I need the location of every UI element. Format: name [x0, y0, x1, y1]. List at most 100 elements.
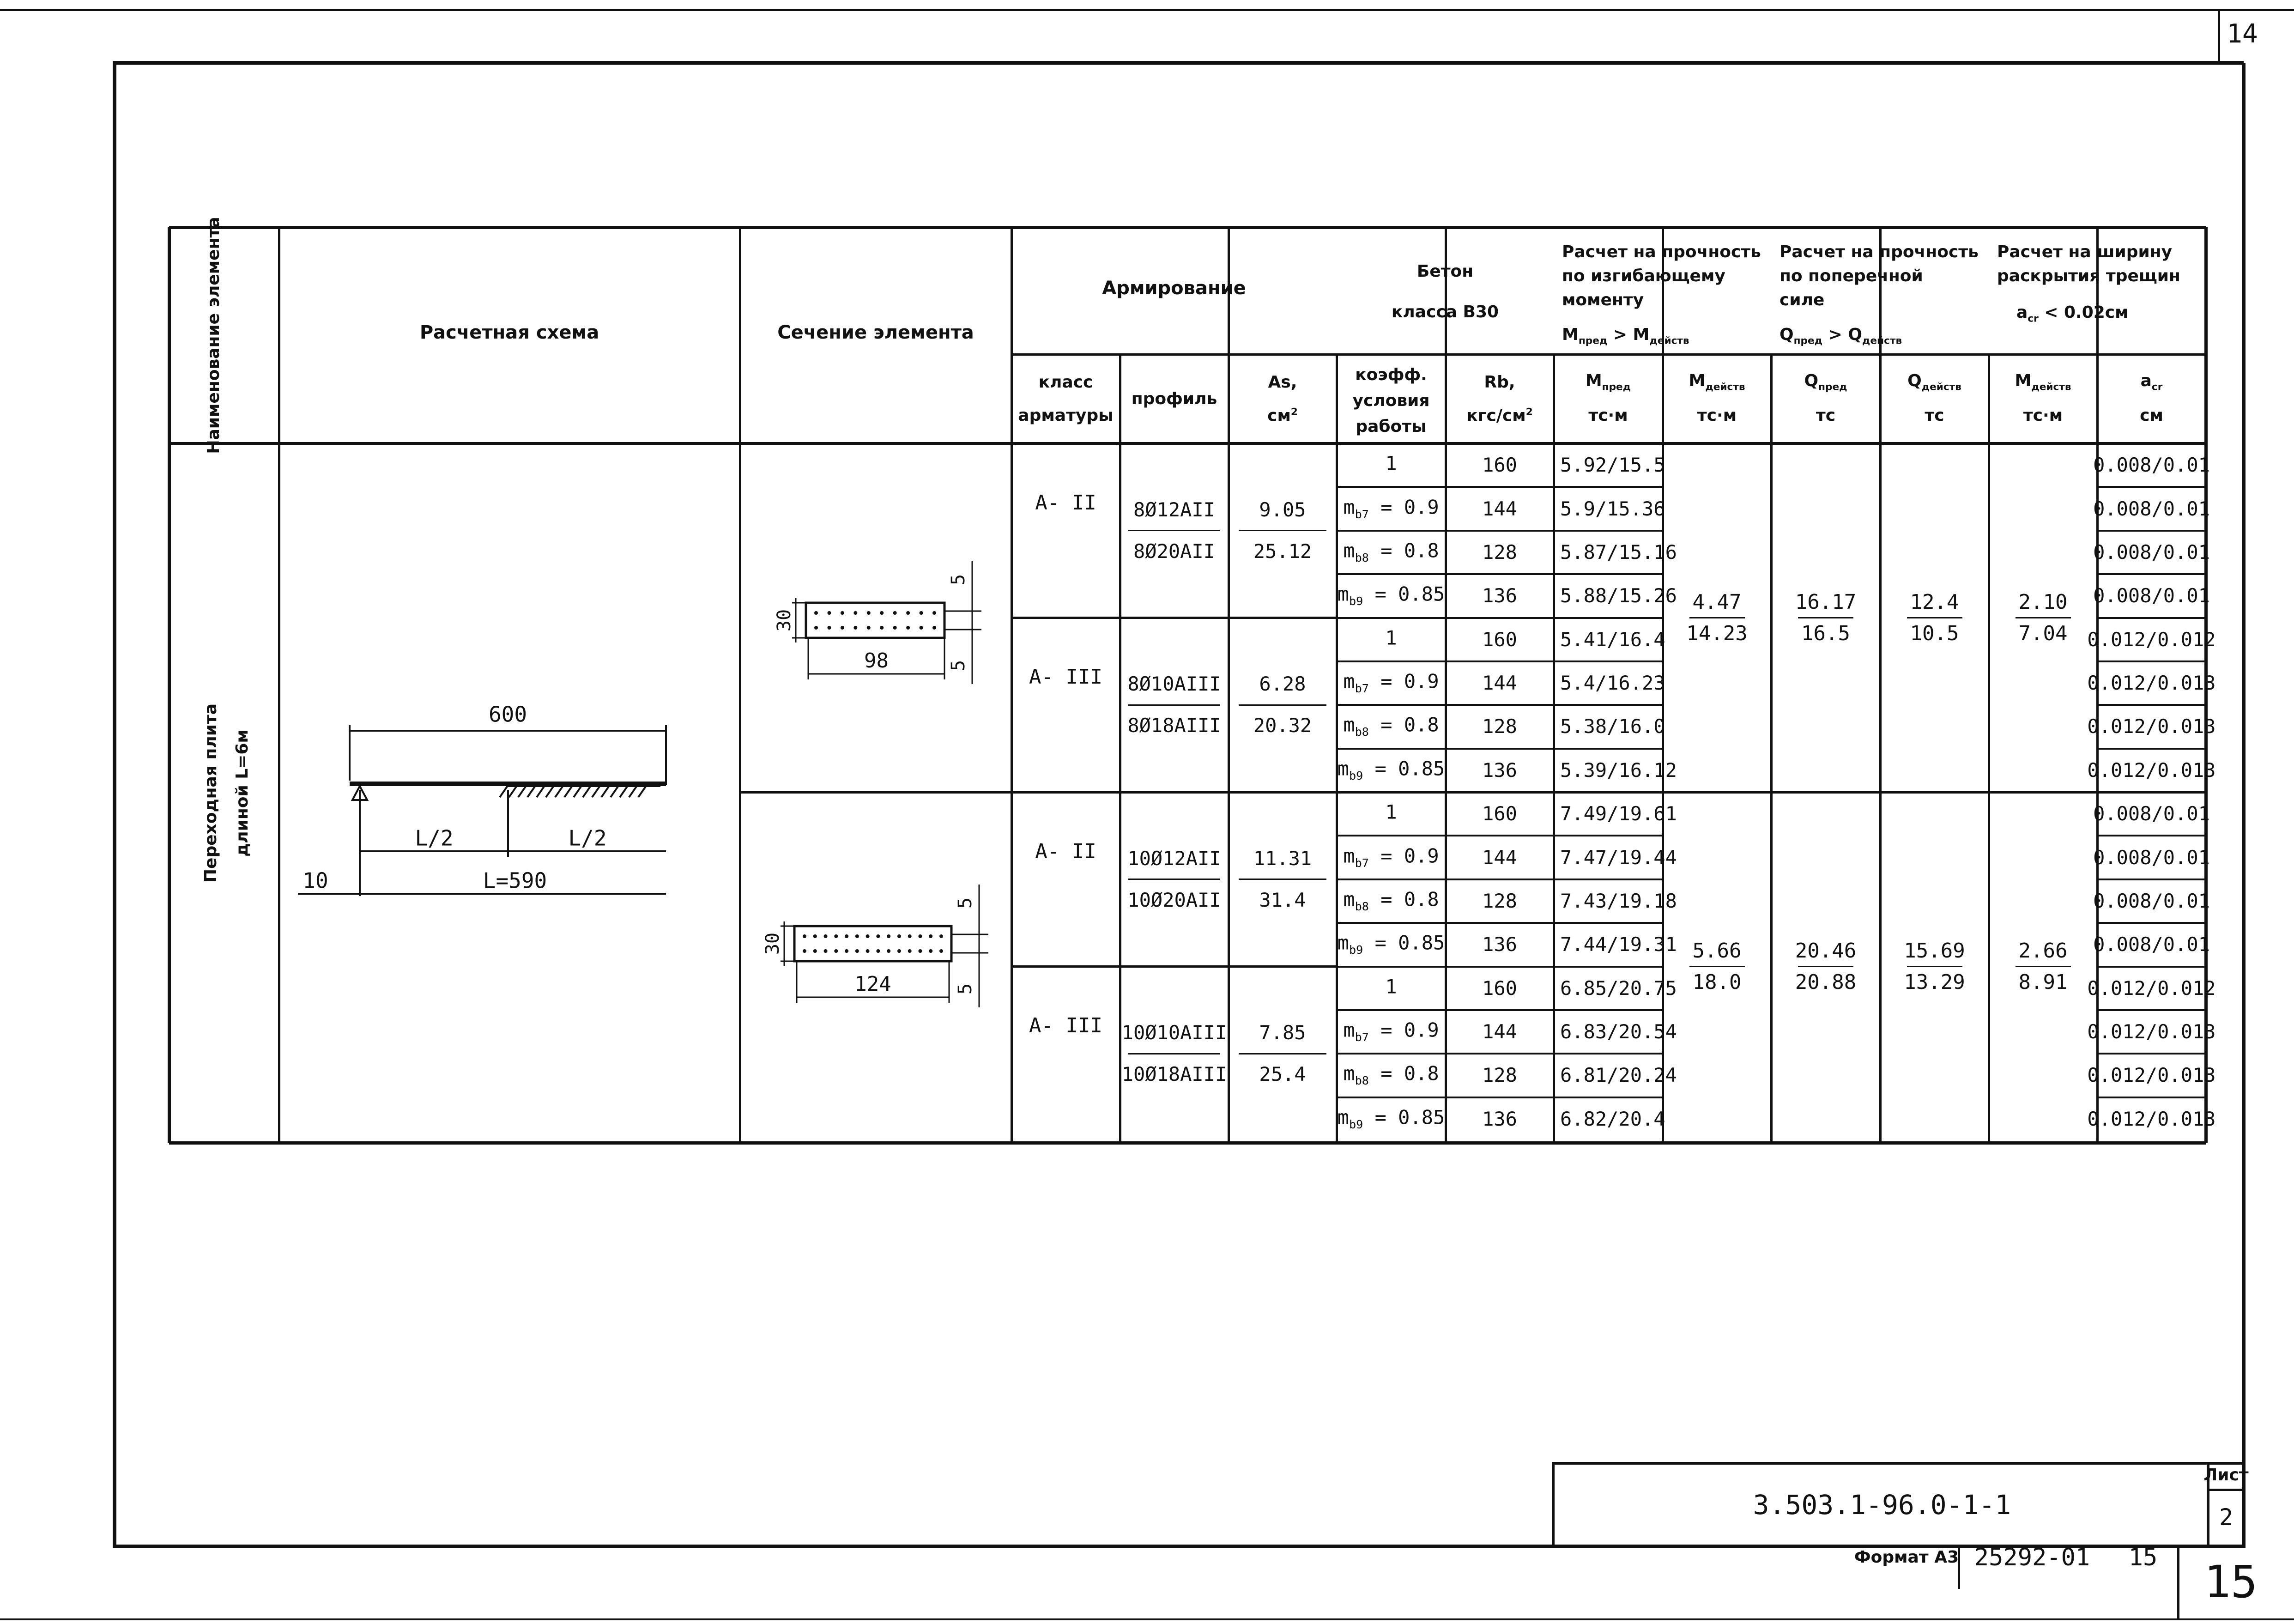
rebar-dot [814, 626, 818, 630]
subheader-rb: Rb, [1484, 373, 1515, 392]
rb-value: 160 [1482, 628, 1517, 651]
subheader-qpred: Qпред [1804, 371, 1847, 393]
sheet-label-line [2208, 1488, 2244, 1491]
work-coefficient: mb7 = 0.9 [1343, 844, 1439, 870]
grid-line [1337, 573, 1663, 576]
rebar-dot [834, 949, 838, 953]
rebar-dot [813, 934, 817, 938]
grid-line [1337, 747, 1663, 750]
archive-number: 25292-01 [1974, 1544, 2090, 1571]
work-coefficient: 1 [1385, 626, 1397, 649]
grid-line [1987, 354, 1990, 1143]
moment-condition: Mпред > Mдейств [1562, 325, 1689, 347]
subheader-acr: acr [2140, 371, 2163, 393]
m-pred-value: 5.41/16.4 [1560, 628, 1665, 651]
subheader-coef: условия [1352, 391, 1430, 410]
m-pred-value: 6.83/20.54 [1560, 1020, 1677, 1043]
grid-line [2097, 1096, 2206, 1098]
rebar-profile-bottom: 10Ø20АII [1127, 888, 1221, 911]
subgroup-separator [1011, 965, 1337, 968]
q-pred-top: 16.17 [1795, 590, 1857, 614]
rb-value: 128 [1482, 715, 1517, 738]
rebar-dot [897, 949, 901, 953]
grid-line [2097, 1009, 2206, 1011]
subheader-mpred-unit: тс·м [1588, 406, 1628, 425]
rebar-dot [906, 626, 910, 630]
frame-bottom [115, 1545, 2245, 1548]
dimension-half-right: L/2 [568, 826, 606, 851]
section-height: 30 [762, 933, 783, 955]
m-pred-value: 5.4/16.23 [1560, 672, 1665, 695]
rebar-dot [932, 626, 936, 630]
rb-value: 144 [1482, 846, 1517, 869]
fraction-bar [1907, 966, 1962, 967]
rebar-area-bottom: 25.4 [1259, 1063, 1306, 1086]
rebar-dot [908, 934, 912, 938]
a-cr-value: 0.012/0.013 [2087, 672, 2216, 695]
rebar-profile-bottom: 10Ø18АIII [1121, 1063, 1227, 1086]
rebar-profile-top: 8Ø12АII [1133, 498, 1216, 521]
rebar-class: А- II [1035, 839, 1096, 863]
subheader-mpred: Mпред [1585, 371, 1631, 393]
a-cr-value: 0.012/0.012 [2087, 976, 2216, 1000]
soil-hatch [610, 784, 620, 798]
rebar-profile-top: 8Ø10АIII [1127, 673, 1221, 696]
grid-line [1444, 227, 1447, 1143]
grid-line [1337, 835, 1663, 837]
bottom-page-box [2177, 1546, 2179, 1619]
subheader-coef: коэфф. [1355, 365, 1427, 384]
rb-value: 144 [1482, 672, 1517, 695]
rebar-dot [855, 949, 859, 953]
rebar-area-bottom: 20.32 [1253, 714, 1312, 737]
fraction-bar [1689, 966, 1745, 967]
grid-line [1337, 922, 1663, 924]
subheader-class: класс [1038, 373, 1093, 392]
rebar-dot [840, 611, 844, 615]
subheader-as: As, [1268, 373, 1297, 392]
page-number-box [2217, 10, 2220, 63]
rebar-dot [803, 934, 806, 938]
rebar-dot [827, 626, 831, 630]
rebar-dot [893, 626, 897, 630]
dimension-half-left: L/2 [415, 826, 453, 851]
dimension-offset: 10 [303, 868, 328, 893]
m-deistv-top: 5.66 [1692, 939, 1742, 963]
m-deistv-bottom: 18.0 [1692, 970, 1742, 994]
subheader-as: см2 [1267, 406, 1298, 425]
rebar-dot [866, 626, 871, 630]
soil-hatch [517, 784, 527, 798]
soil-hatch [563, 784, 574, 798]
rebar-dot [939, 949, 943, 953]
m-pred-value: 7.43/19.18 [1560, 889, 1677, 912]
a-cr-value: 0.012/0.013 [2087, 1064, 2216, 1087]
m-pred-value: 6.82/20.4 [1560, 1107, 1665, 1130]
subheader-acr-unit: см [2140, 406, 2163, 425]
soil-hatch [508, 784, 518, 798]
work-coefficient: mb7 = 0.9 [1343, 1018, 1439, 1044]
rebar-dot [893, 611, 897, 615]
fraction-bar [2015, 966, 2071, 967]
subheader-coef: работы [1356, 417, 1427, 436]
m-cr-bottom: 7.04 [2018, 621, 2068, 645]
fraction-bar [1128, 530, 1220, 532]
rebar-dot [823, 949, 828, 953]
grid-line [1337, 1053, 1663, 1055]
title-block-left [1552, 1463, 1555, 1546]
header-subrow-line [1011, 353, 2206, 356]
grid-line [1010, 227, 1013, 1143]
fraction-bar [1239, 879, 1326, 880]
section-cover-bottom: 5 [948, 660, 969, 671]
sheet-bottom-border [0, 1618, 2294, 1620]
column-header-moment: моменту [1562, 291, 1644, 309]
rebar-dot [880, 611, 884, 615]
rebar-dot [876, 934, 880, 938]
fraction-bar [1239, 530, 1326, 532]
rebar-dot [845, 949, 849, 953]
rebar-profile-top: 10Ø10АIII [1121, 1021, 1227, 1044]
column-header-shear: по поперечной [1780, 267, 1923, 285]
work-coefficient: mb7 = 0.9 [1343, 496, 1439, 521]
rebar-dot [897, 934, 901, 938]
grid-line [2097, 573, 2206, 576]
q-deistv-bottom: 13.29 [1904, 970, 1965, 994]
